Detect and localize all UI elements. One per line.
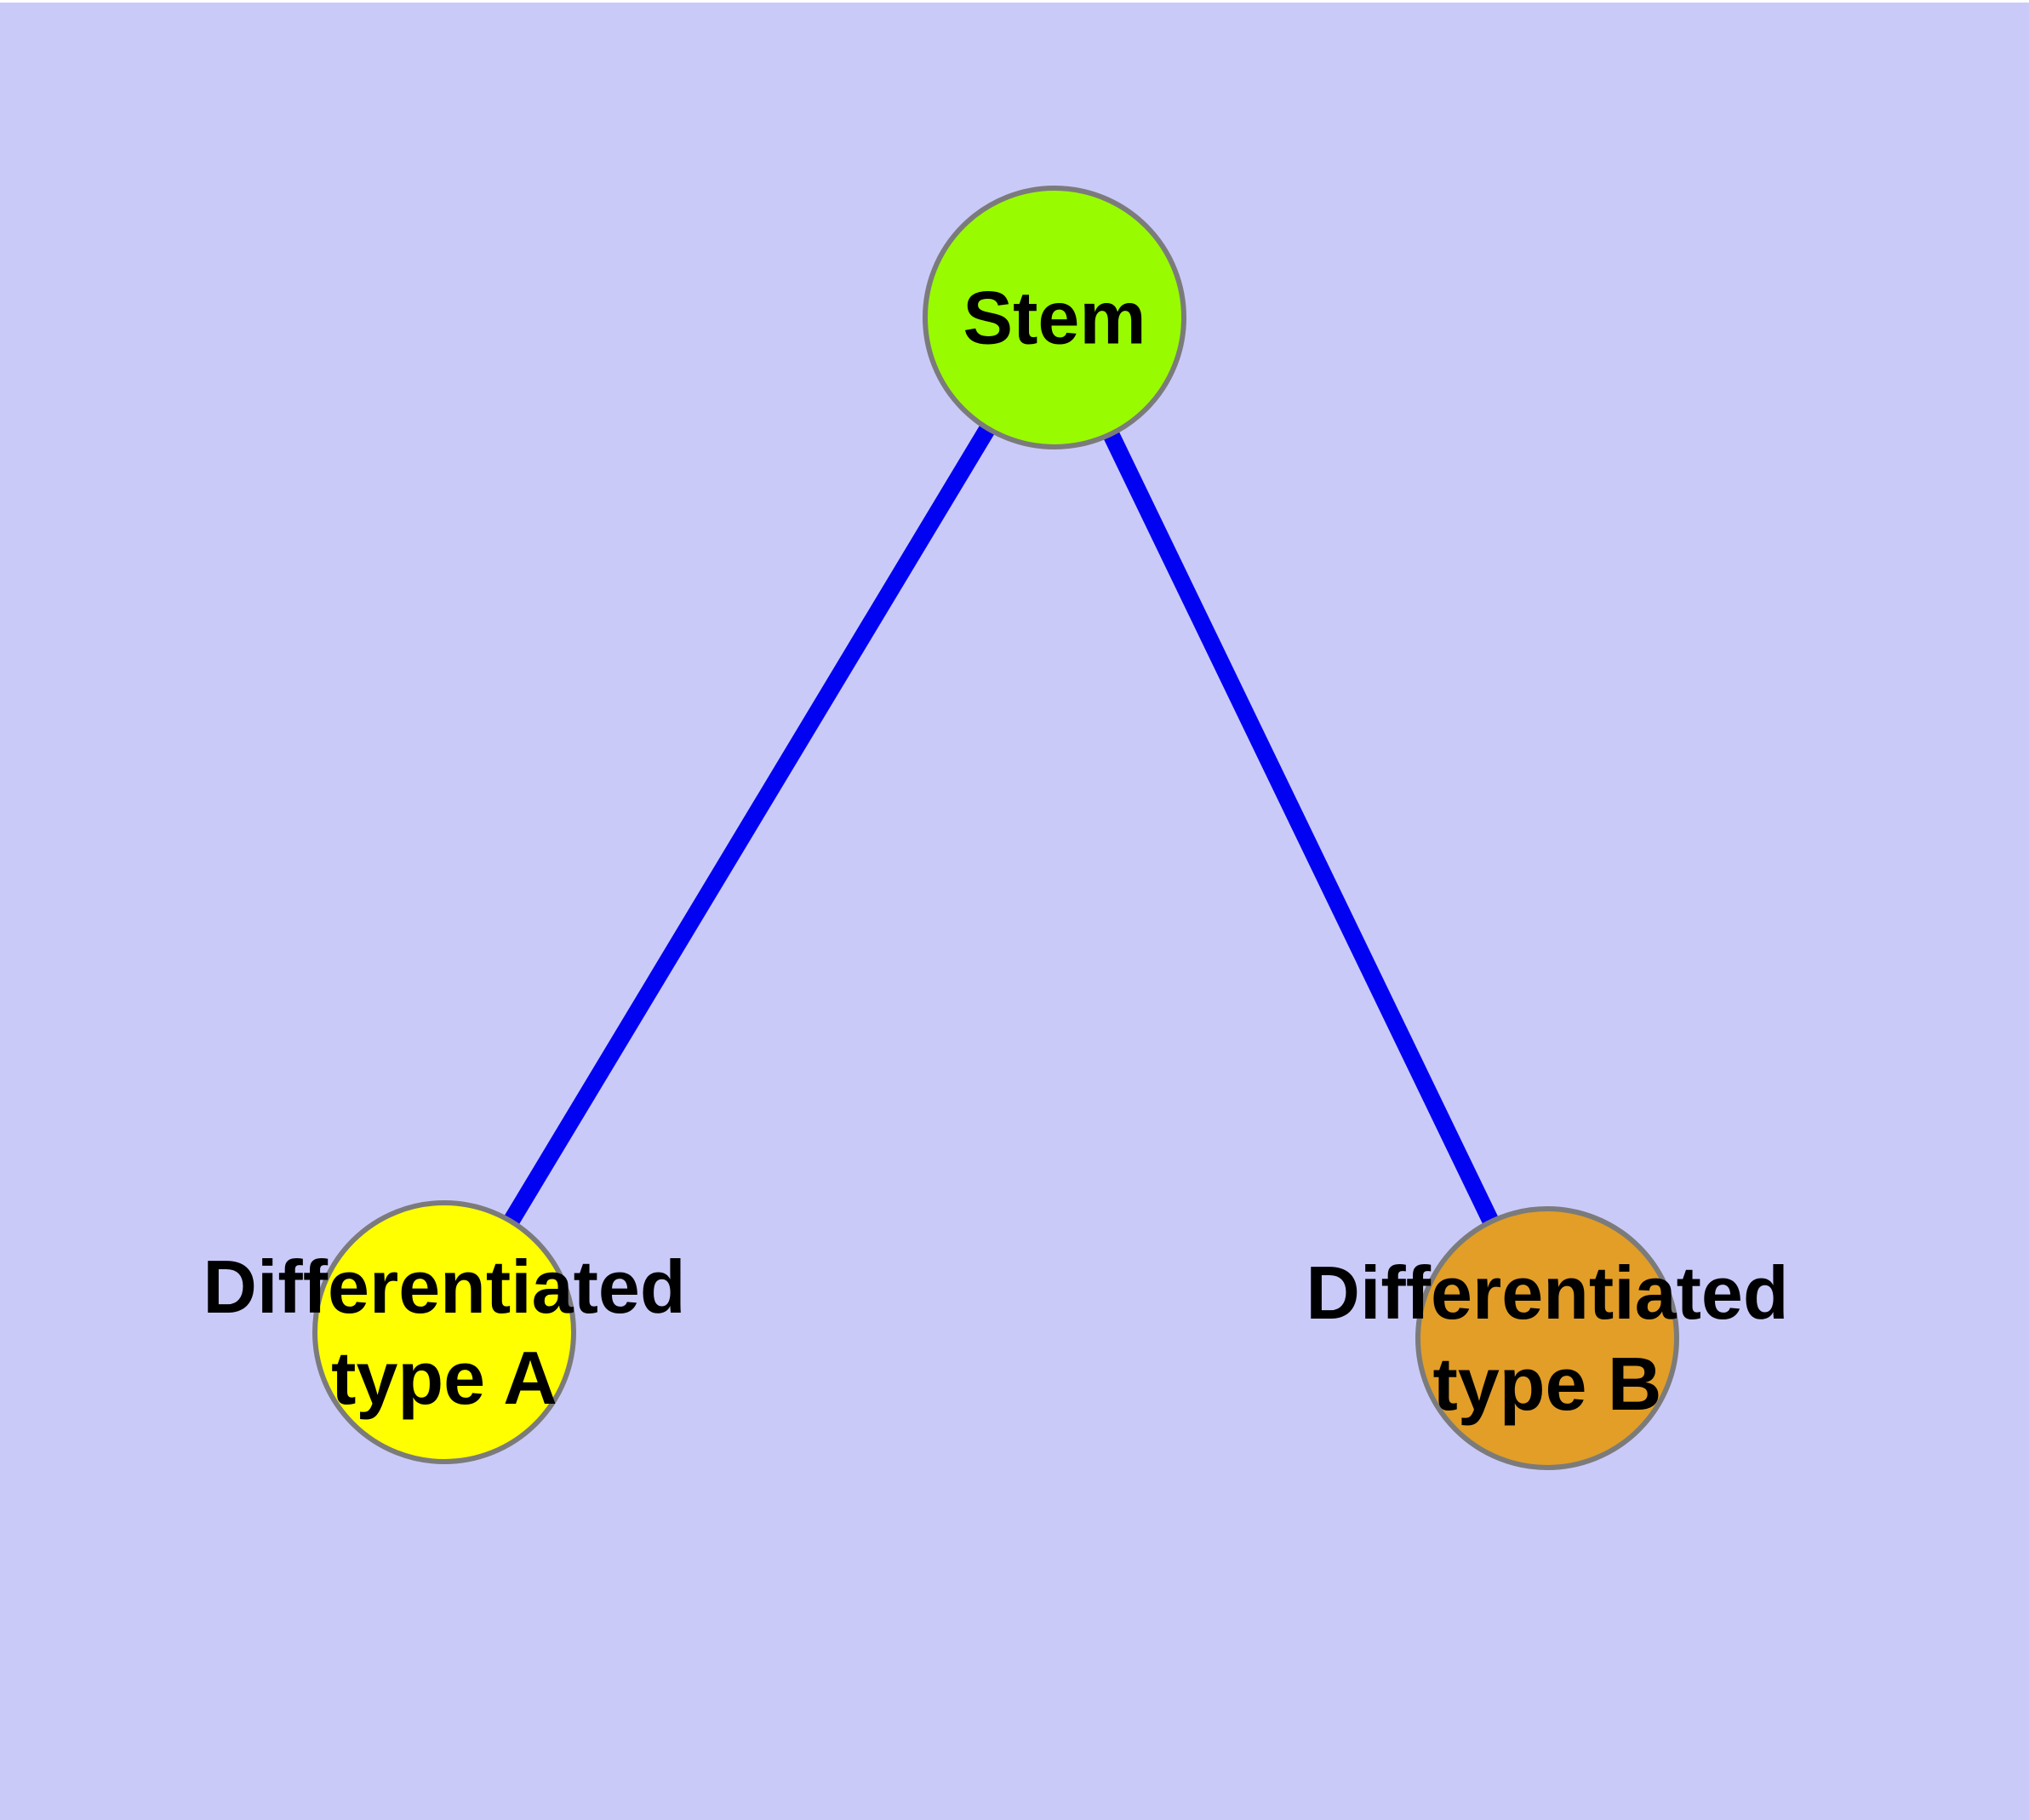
edge-stem-typeA	[437, 312, 1062, 1337]
node-circle-typeA	[312, 1200, 576, 1464]
node-circle-typeB	[1415, 1206, 1679, 1470]
node-circle-stem	[923, 186, 1186, 449]
edge-stem-typeB	[1046, 313, 1556, 1342]
